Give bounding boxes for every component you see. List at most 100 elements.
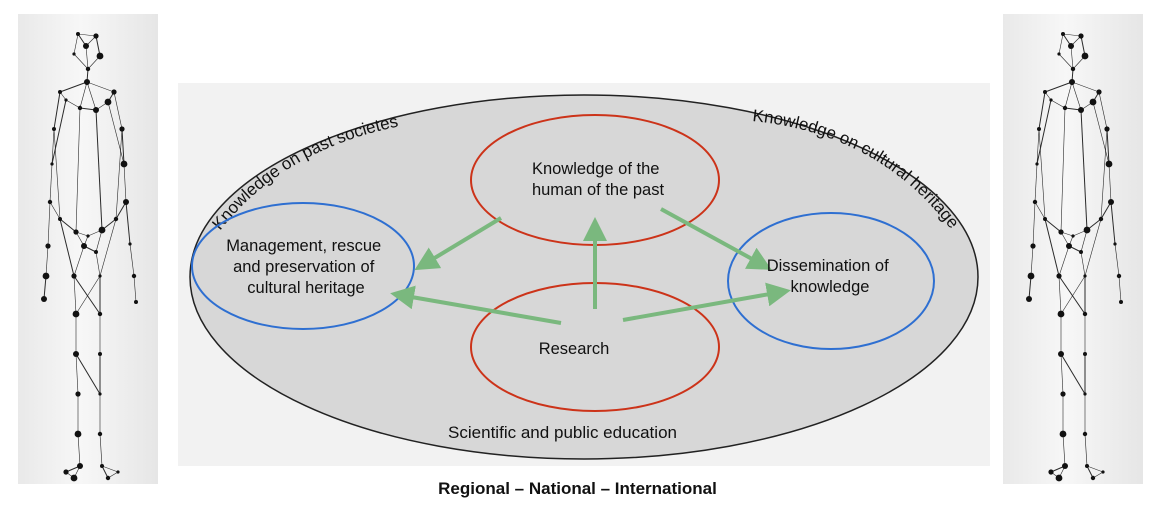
skeleton-joint xyxy=(77,463,83,469)
skeleton-link xyxy=(1098,91,1108,130)
skeleton-link xyxy=(1108,163,1112,203)
node-knowledge-human: Knowledge of the human of the past xyxy=(532,160,665,199)
skeleton-link xyxy=(77,33,97,37)
skeleton-link xyxy=(1080,109,1088,231)
skeleton-link xyxy=(1070,45,1074,70)
skeleton-link xyxy=(1058,275,1086,315)
skeleton-link xyxy=(123,163,127,203)
skeleton-joint xyxy=(1027,272,1035,280)
skeleton-link xyxy=(51,128,55,165)
skeleton-joint xyxy=(1059,430,1067,438)
skeleton-link xyxy=(77,433,81,467)
skeleton-link xyxy=(1060,107,1066,233)
skeleton-link xyxy=(95,109,103,231)
skeleton-joint xyxy=(105,475,111,481)
skeleton-joint xyxy=(1082,311,1088,317)
skeleton-link xyxy=(99,218,117,277)
skeleton-link xyxy=(43,275,47,300)
skeleton-link xyxy=(65,99,81,109)
skeleton-joint xyxy=(1116,273,1122,279)
skeleton-joint xyxy=(1113,242,1117,246)
skeleton-link xyxy=(1060,353,1086,395)
skeleton-joint xyxy=(1030,243,1036,249)
skeleton-joint xyxy=(1083,226,1091,234)
skeleton-joint xyxy=(1083,392,1087,396)
skeleton-joint xyxy=(1058,229,1064,235)
skeleton-joint xyxy=(64,98,68,102)
skeleton-link xyxy=(75,353,79,395)
skeleton-link xyxy=(45,245,49,277)
skeleton-link xyxy=(113,91,123,130)
arrow-knowledge-to-management xyxy=(414,216,503,271)
skeleton-joint xyxy=(1082,431,1088,437)
skeleton-link xyxy=(1100,128,1108,220)
skeleton-joint xyxy=(119,126,125,132)
relationship-arrows xyxy=(390,207,791,325)
node-dissemination: Dissemination of knowledge xyxy=(767,257,894,296)
skeleton-link xyxy=(1060,353,1064,395)
skeleton-joint xyxy=(97,311,103,317)
skeleton-link xyxy=(59,218,77,233)
skeleton-joint xyxy=(123,199,129,205)
scope-label: Regional – National – International xyxy=(438,479,717,498)
skeleton-joint xyxy=(1068,43,1074,49)
skeleton-joint xyxy=(1061,32,1065,36)
skeleton-joint xyxy=(1056,273,1062,279)
skeleton-joint xyxy=(45,243,51,249)
skeleton-joint xyxy=(98,274,102,278)
skeleton-joint xyxy=(1055,474,1063,482)
skeleton-link xyxy=(1032,201,1036,247)
skeleton-joint xyxy=(1105,160,1113,168)
skeleton-joint xyxy=(1101,470,1105,474)
skeleton-joint xyxy=(81,243,87,249)
skeleton-joint xyxy=(1062,463,1068,469)
skeleton-link xyxy=(1062,433,1066,467)
skeleton-joint xyxy=(52,127,56,131)
skeleton-joint xyxy=(76,32,80,36)
skeleton-link xyxy=(1064,81,1073,109)
skeleton-link xyxy=(1071,81,1082,111)
skeleton-link xyxy=(99,433,103,467)
skeleton-link xyxy=(125,201,131,245)
skeleton-joint xyxy=(1089,98,1097,106)
skeleton-link xyxy=(1030,245,1034,277)
skeleton-joint xyxy=(1043,90,1047,94)
left-human-network-figure xyxy=(18,14,158,484)
skeleton-link xyxy=(1080,251,1086,277)
skeleton-link xyxy=(1034,163,1038,203)
skeleton-link xyxy=(1038,128,1046,220)
skeleton-joint xyxy=(104,98,112,106)
skeleton-joint xyxy=(1069,79,1075,85)
skeleton-link xyxy=(86,81,115,93)
skeleton-link xyxy=(49,163,53,203)
skeleton-joint xyxy=(58,90,62,94)
skeleton-joint xyxy=(1081,52,1089,60)
skeleton-joint xyxy=(1119,300,1123,304)
skeleton-link xyxy=(1100,201,1112,220)
skeleton-joint xyxy=(1090,475,1096,481)
skeleton-link xyxy=(51,99,67,165)
skeleton-joint xyxy=(98,352,102,356)
skeleton-link xyxy=(1071,81,1100,93)
skeleton-link xyxy=(1060,275,1086,315)
skeleton-joint xyxy=(111,89,117,95)
skeleton-joint xyxy=(73,229,79,235)
skeleton-link xyxy=(59,81,88,93)
skeleton-link xyxy=(79,81,88,109)
skeleton-link xyxy=(53,91,61,130)
node-research: Research xyxy=(539,340,610,358)
skeleton-joint xyxy=(85,66,91,72)
skeleton-joint xyxy=(93,107,99,113)
skeleton-link xyxy=(1084,433,1088,467)
skeleton-joint xyxy=(134,300,138,304)
skeleton-link xyxy=(47,201,51,247)
skeleton-link xyxy=(73,33,79,55)
skeleton-link xyxy=(75,353,101,395)
skeleton-link xyxy=(121,128,125,165)
skeleton-link xyxy=(1114,243,1120,277)
skeleton-link xyxy=(85,45,89,70)
skeleton-link xyxy=(1034,201,1046,220)
skeleton-joint xyxy=(1058,351,1064,357)
management-ellipse xyxy=(191,202,415,330)
skeleton-joint xyxy=(1062,105,1068,111)
